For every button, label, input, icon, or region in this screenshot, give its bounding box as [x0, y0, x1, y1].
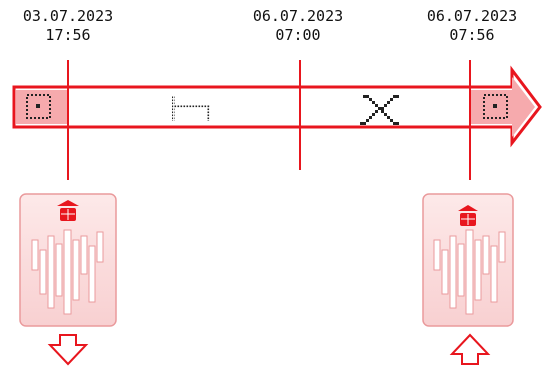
- timestamp-date: 06.07.2023: [252, 7, 344, 25]
- timeline-arrow: [12, 65, 542, 148]
- crossed-tools-icon: [360, 95, 399, 125]
- timeline-arrow-head-fill: [470, 77, 535, 137]
- square-dotted-icon: [483, 94, 508, 119]
- timeline-arrow-outline: [12, 65, 542, 148]
- square-dotted-icon: [26, 94, 51, 119]
- bed-icon: [172, 96, 210, 121]
- arrow-up-icon: [449, 333, 491, 365]
- timestamp-time: 17:56: [45, 26, 91, 44]
- timestamp-end: 06.07.2023 07:56: [412, 7, 532, 45]
- arrow-down-icon: [47, 334, 89, 366]
- timestamp-date: 03.07.2023: [22, 7, 114, 25]
- timestamp-time: 07:56: [449, 26, 495, 44]
- timestamp-middle: 06.07.2023 07:00: [238, 7, 358, 45]
- card-reader-icon: [19, 193, 117, 327]
- timestamp-start: 03.07.2023 17:56: [8, 7, 128, 45]
- timestamp-date: 06.07.2023: [426, 7, 518, 25]
- timestamp-time: 07:00: [275, 26, 321, 44]
- card-reader-icon: [422, 193, 514, 327]
